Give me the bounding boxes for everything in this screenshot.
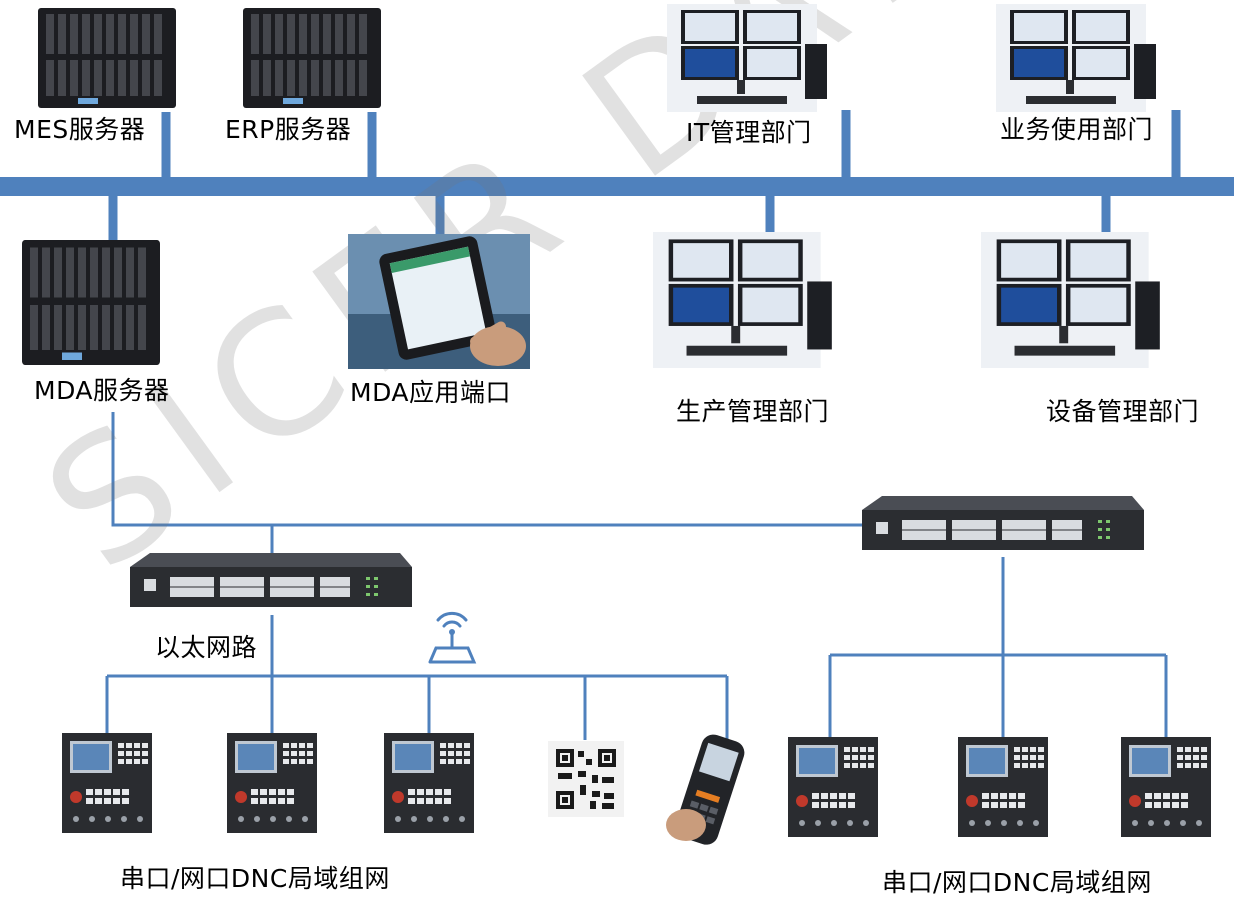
label-mda-server: MDA服务器 (34, 376, 170, 405)
qr-code-icon (548, 741, 624, 817)
backbone-bus (0, 177, 1234, 196)
prod-dept-workstation-icon (653, 232, 832, 368)
label-equip-dept: 设备管理部门 (1046, 397, 1200, 426)
cnc-controller-2-icon (227, 733, 317, 833)
cnc-controller-6-icon (1121, 737, 1211, 837)
cnc-controller-4-icon (788, 737, 878, 837)
label-mes-server: MES服务器 (14, 115, 146, 144)
cnc-controller-3-icon (384, 733, 474, 833)
it-dept-workstation-icon (667, 4, 827, 112)
label-biz-dept: 业务使用部门 (1000, 115, 1154, 144)
cnc-controller-5-icon (958, 737, 1048, 837)
cnc-controller-1-icon (62, 733, 152, 833)
wifi-access-point-icon (428, 611, 477, 664)
equip-dept-workstation-icon (981, 232, 1160, 368)
mda-terminal-tablet-icon (348, 234, 530, 369)
left-switch-icon (130, 553, 413, 608)
mda-server-icon (22, 240, 160, 365)
label-it-dept: IT管理部门 (686, 118, 812, 147)
biz-dept-workstation-icon (996, 4, 1156, 112)
label-prod-dept: 生产管理部门 (676, 397, 830, 426)
handheld-scanner-icon (666, 734, 745, 845)
label-ethernet: 以太网路 (155, 633, 258, 662)
right-switch-icon (862, 496, 1145, 551)
wire-mda-to-switches (111, 412, 880, 527)
mes-server-icon (38, 8, 176, 108)
label-dnc-left: 串口/网口DNC局域组网 (120, 864, 390, 893)
label-erp-server: ERP服务器 (225, 115, 352, 144)
label-mda-terminal: MDA应用端口 (350, 378, 511, 407)
label-dnc-right: 串口/网口DNC局域组网 (882, 868, 1152, 897)
erp-server-icon (243, 8, 381, 108)
